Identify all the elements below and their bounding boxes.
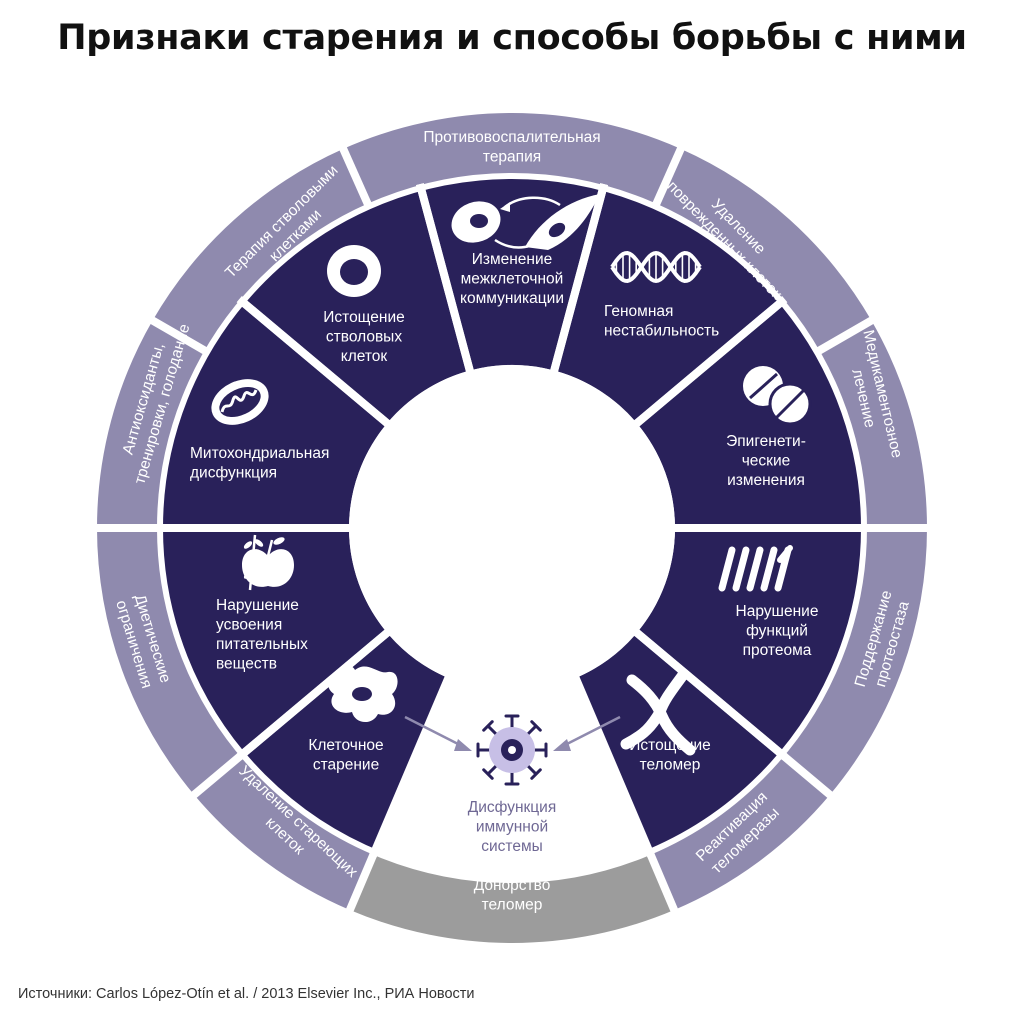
therapy-sector-stemcell_therapy [152, 148, 369, 352]
protein-helix-icon [718, 545, 793, 592]
therapy-sector-telomere_donor [349, 852, 675, 944]
hallmark-sector-proteostasis [636, 528, 862, 753]
chromosome-icon [620, 669, 696, 756]
immune-cell-icon [476, 714, 548, 786]
therapy-sector-anti_inflammatory [343, 113, 681, 207]
dna-icon [610, 250, 702, 284]
hallmark-sector-genomic [554, 189, 781, 424]
pills-icon [743, 366, 812, 426]
senescent-cell-icon [328, 665, 398, 723]
therapy-sector-damaged_cells [655, 148, 872, 352]
stem-cell-icon [327, 245, 381, 297]
therapy-sector-senolytic [194, 754, 375, 911]
hallmark-sector-epigenetic [636, 303, 862, 528]
therapy-sector-diet [97, 528, 243, 795]
therapy-sector-proteostasis_support [781, 528, 928, 795]
page-title: Признаки старения и способы борьбы с ним… [57, 18, 967, 58]
mitochondrion-icon [211, 379, 269, 425]
therapy-sector-antioxidants [97, 320, 208, 528]
source-note: Источники: Carlos López-Otín et al. / 20… [18, 986, 475, 1002]
cell-communication-icon [451, 194, 600, 250]
hallmark-sector-nutrients [162, 528, 388, 753]
hallmark-sector-stemcells [243, 189, 470, 424]
therapy-sector-telomerase [649, 754, 830, 911]
therapy-sector-drug [816, 320, 927, 528]
apple-wheat-icon [242, 534, 294, 591]
arrow-to-immune-right [553, 715, 621, 751]
arrow-to-immune-left [404, 715, 472, 751]
hallmark-sector-mitochondria [162, 303, 388, 528]
